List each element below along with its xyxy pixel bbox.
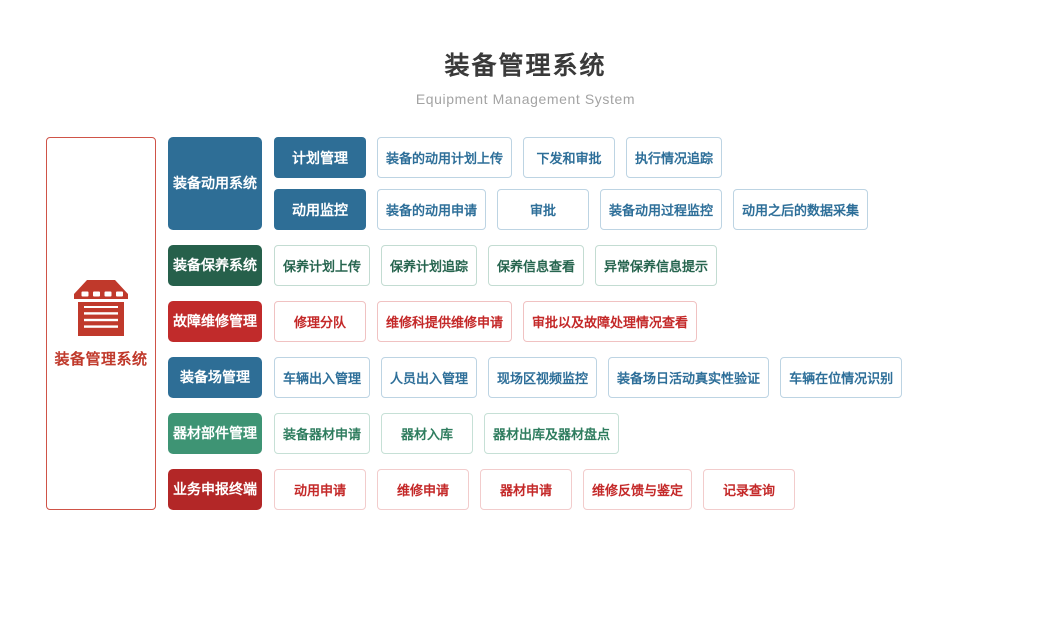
group-rows: 动用申请维修申请器材申请维修反馈与鉴定记录查询 (274, 469, 796, 510)
leaf-node: 车辆出入管理 (274, 357, 371, 398)
leaf-node: 下发和审批 (523, 137, 616, 178)
branch-row: 动用申请维修申请器材申请维修反馈与鉴定记录查询 (274, 469, 796, 510)
leaf-node: 装备的动用计划上传 (377, 137, 513, 178)
group-equipment-mobilization: 装备动用系统计划管理装备的动用计划上传下发和审批执行情况追踪动用监控装备的动用申… (168, 137, 902, 230)
subcategory-box: 计划管理 (274, 137, 366, 178)
group-fault-repair: 故障维修管理修理分队维修科提供维修申请审批以及故障处理情况查看 (168, 301, 902, 342)
group-maintenance-system: 装备保养系统保养计划上传保养计划追踪保养信息查看异常保养信息提示 (168, 245, 902, 286)
root-box: 装备管理系统 (46, 137, 156, 510)
leaf-node: 装备场日活动真实性验证 (608, 357, 770, 398)
branch-row: 计划管理装备的动用计划上传下发和审批执行情况追踪 (274, 137, 868, 178)
branch-row: 修理分队维修科提供维修申请审批以及故障处理情况查看 (274, 301, 698, 342)
category-box: 装备保养系统 (168, 245, 262, 286)
leaf-node: 动用之后的数据采集 (733, 189, 869, 230)
branch-row: 车辆出入管理人员出入管理现场区视频监控装备场日活动真实性验证车辆在位情况识别 (274, 357, 903, 398)
leaf-node: 器材出库及器材盘点 (484, 413, 620, 454)
leaf-node: 保养计划追踪 (381, 245, 478, 286)
page-title: 装备管理系统 (444, 52, 607, 80)
group-rows: 车辆出入管理人员出入管理现场区视频监控装备场日活动真实性验证车辆在位情况识别 (274, 357, 903, 398)
leaf-node: 装备器材申请 (274, 413, 371, 454)
leaf-node: 维修申请 (377, 469, 469, 510)
category-box: 故障维修管理 (168, 301, 262, 342)
system-diagram: 装备管理系统 装备动用系统计划管理装备的动用计划上传下发和审批执行情况追踪动用监… (46, 137, 1051, 510)
group-equipment-yard: 装备场管理车辆出入管理人员出入管理现场区视频监控装备场日活动真实性验证车辆在位情… (168, 357, 903, 398)
leaf-node: 执行情况追踪 (626, 137, 723, 178)
leaf-node: 人员出入管理 (381, 357, 478, 398)
category-box: 器材部件管理 (168, 413, 262, 454)
category-box: 装备动用系统 (168, 137, 262, 230)
leaf-node: 动用申请 (274, 469, 366, 510)
branch-row: 动用监控装备的动用申请审批装备动用过程监控动用之后的数据采集 (274, 189, 869, 230)
group-rows: 保养计划上传保养计划追踪保养信息查看异常保养信息提示 (274, 245, 718, 286)
leaf-node: 保养信息查看 (488, 245, 585, 286)
branch-row: 装备器材申请器材入库器材出库及器材盘点 (274, 413, 620, 454)
leaf-node: 修理分队 (274, 301, 366, 342)
leaf-node: 器材申请 (480, 469, 572, 510)
root-label: 装备管理系统 (54, 350, 148, 368)
leaf-node: 器材入库 (381, 413, 474, 454)
group-service-terminal: 业务申报终端动用申请维修申请器材申请维修反馈与鉴定记录查询 (168, 469, 902, 510)
leaf-node: 审批 (497, 189, 590, 230)
category-box: 装备场管理 (168, 357, 262, 398)
group-rows: 装备器材申请器材入库器材出库及器材盘点 (274, 413, 620, 454)
page-subtitle: Equipment Management System (415, 91, 636, 107)
warehouse-icon (74, 279, 128, 337)
category-box: 业务申报终端 (168, 469, 262, 510)
leaf-node: 记录查询 (703, 469, 796, 510)
leaf-node: 维修科提供维修申请 (377, 301, 513, 342)
leaf-node: 现场区视频监控 (488, 357, 598, 398)
leaf-node: 装备动用过程监控 (600, 189, 723, 230)
leaf-node: 保养计划上传 (274, 245, 371, 286)
leaf-node: 车辆在位情况识别 (780, 357, 903, 398)
group-rows: 计划管理装备的动用计划上传下发和审批执行情况追踪动用监控装备的动用申请审批装备动… (274, 137, 869, 230)
leaf-node: 维修反馈与鉴定 (583, 469, 693, 510)
leaf-node: 异常保养信息提示 (595, 245, 718, 286)
subcategory-box: 动用监控 (274, 189, 366, 230)
branch-row: 保养计划上传保养计划追踪保养信息查看异常保养信息提示 (274, 245, 718, 286)
leaf-node: 审批以及故障处理情况查看 (523, 301, 698, 342)
groups: 装备动用系统计划管理装备的动用计划上传下发和审批执行情况追踪动用监控装备的动用申… (168, 137, 903, 510)
leaf-node: 装备的动用申请 (377, 189, 487, 230)
group-rows: 修理分队维修科提供维修申请审批以及故障处理情况查看 (274, 301, 698, 342)
group-material-parts: 器材部件管理装备器材申请器材入库器材出库及器材盘点 (168, 413, 902, 454)
